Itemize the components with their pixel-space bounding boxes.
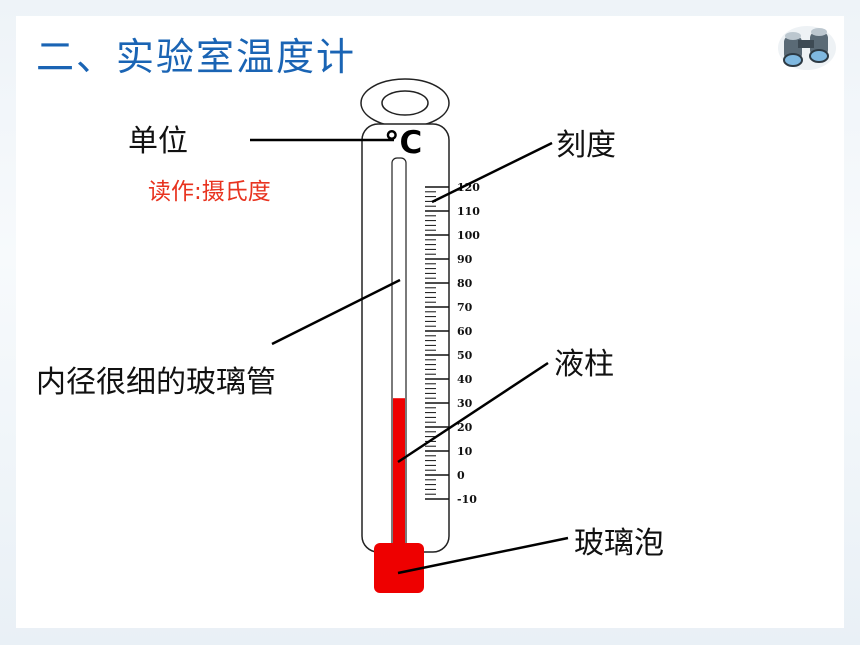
tick-label: 70 [457, 301, 473, 314]
scale-pointer-line [431, 141, 553, 204]
label-liquid-column: 液柱 [554, 347, 614, 382]
tick-label: 10 [457, 445, 473, 458]
liquid-column [393, 398, 405, 550]
label-scale: 刻度 [556, 128, 616, 163]
tick-label: 80 [457, 277, 473, 290]
tube-pointer-line [271, 278, 401, 346]
binoculars-icon [778, 26, 836, 70]
label-unit: 单位 [128, 124, 188, 159]
tick-label: 30 [457, 397, 473, 410]
tick-label: 20 [457, 421, 473, 434]
unit-symbol: °C [384, 125, 422, 161]
label-glass-bulb: 玻璃泡 [574, 526, 664, 561]
hanging-ring-hole [381, 90, 429, 116]
tick-label: 60 [457, 325, 473, 338]
hanging-ring [360, 78, 450, 128]
tick-label: 50 [457, 349, 473, 362]
slide-title: 二、实验室温度计 [36, 35, 357, 79]
glass-bulb [374, 543, 424, 593]
label-glass-tube: 内径很细的玻璃管 [36, 365, 276, 400]
bulb-pointer-line [397, 536, 569, 575]
tick-label: 0 [457, 469, 465, 482]
column-pointer-line [397, 361, 549, 464]
tick-label: 110 [457, 205, 480, 218]
tick-label: 40 [457, 373, 473, 386]
tick-label: -10 [457, 493, 477, 506]
tick-label: 100 [457, 229, 480, 242]
tick-label: 120 [457, 181, 480, 194]
tick-label: 90 [457, 253, 473, 266]
label-reading: 读作:摄氏度 [148, 179, 271, 205]
